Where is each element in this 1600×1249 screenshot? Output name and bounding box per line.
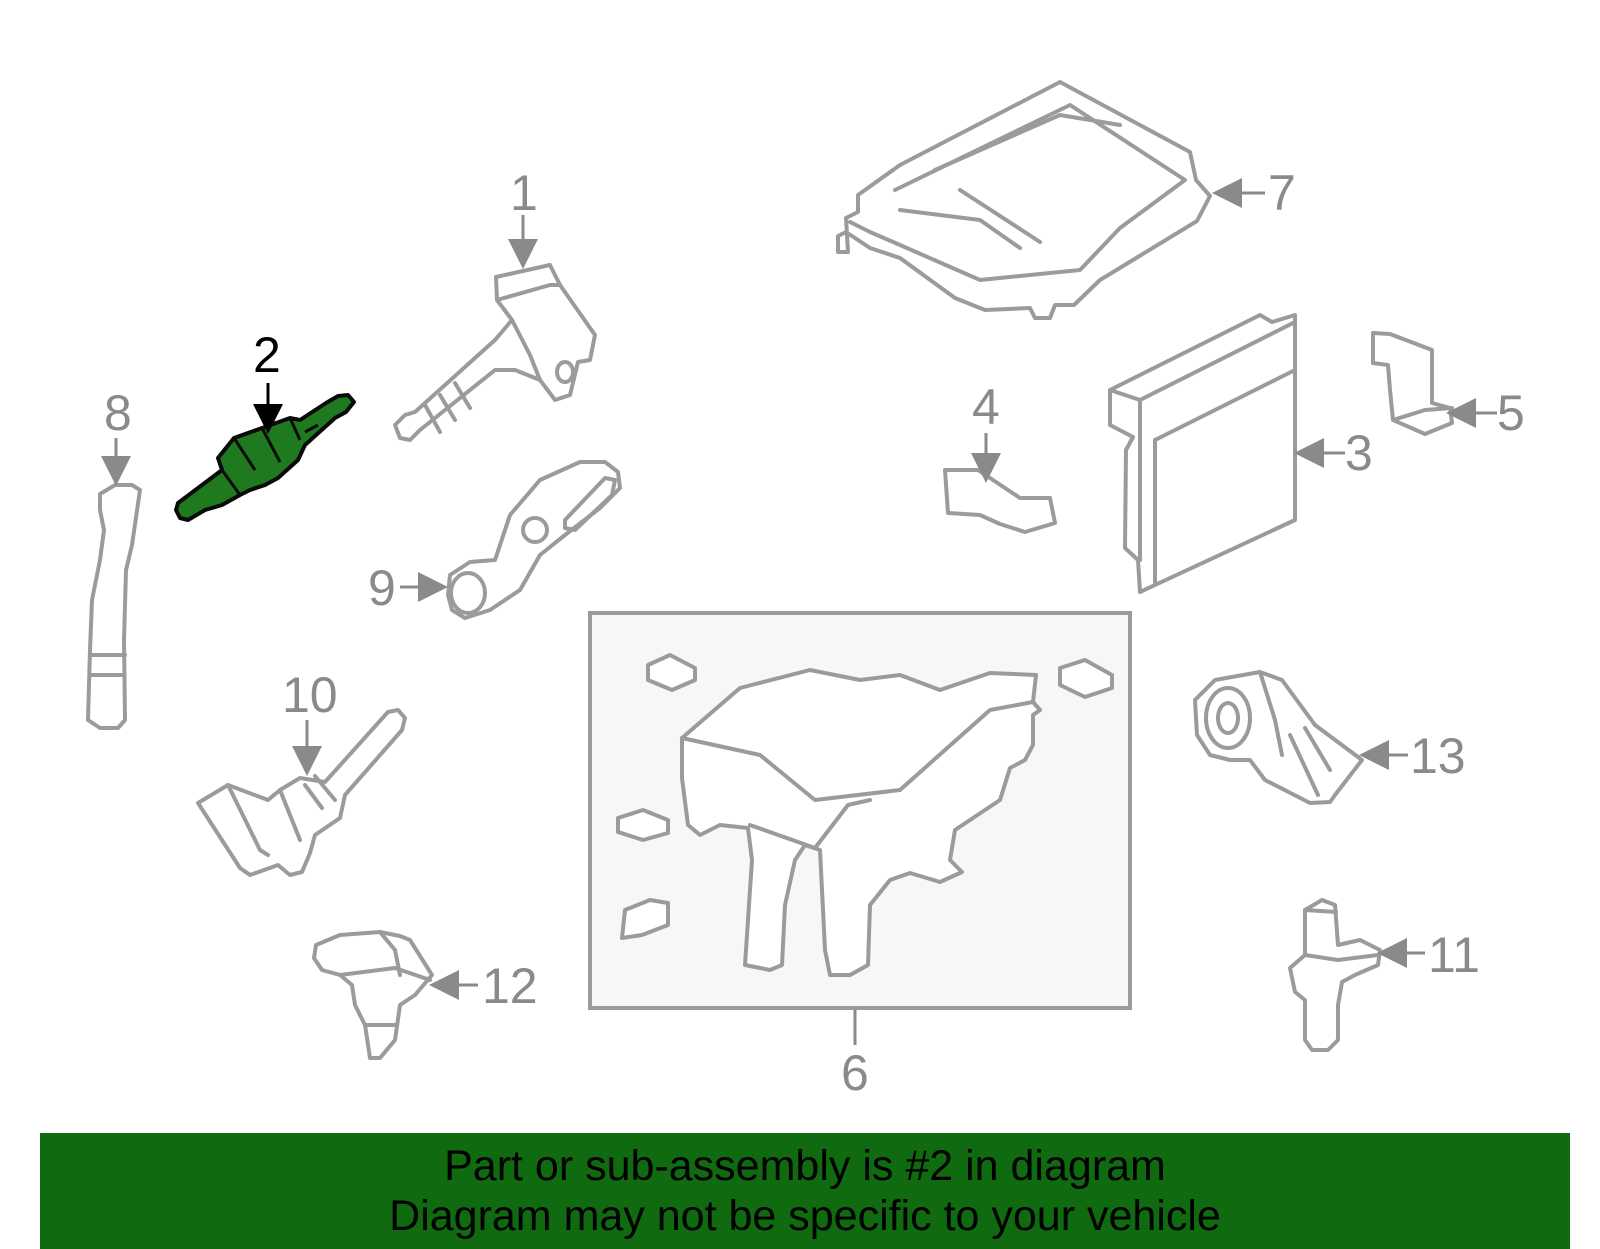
callout-7: 7: [1268, 165, 1296, 221]
callout-3: 3: [1345, 425, 1373, 481]
callout-4: 4: [972, 379, 1000, 435]
part-7-engine-cover[interactable]: [836, 80, 1212, 320]
part-2-spark-plug-highlighted[interactable]: [174, 393, 356, 522]
part-5-clip[interactable]: [1371, 331, 1454, 436]
banner-line-2: Diagram may not be specific to your vehi…: [389, 1192, 1221, 1240]
info-banner: Part or sub-assembly is #2 in diagram Di…: [40, 1133, 1570, 1249]
part-10-sensor[interactable]: [196, 708, 407, 877]
part-4-bracket[interactable]: [943, 468, 1057, 534]
part-12-sensor[interactable]: [312, 930, 434, 1060]
callout-11: 11: [1428, 927, 1480, 983]
callout-12: 12: [482, 958, 538, 1014]
callout-8: 8: [104, 385, 132, 441]
callout-10: 10: [282, 667, 338, 723]
part-8-hose[interactable]: [86, 483, 142, 730]
part-9-bracket[interactable]: [446, 460, 622, 620]
banner-line-1: Part or sub-assembly is #2 in diagram: [444, 1142, 1166, 1190]
callout-13: 13: [1410, 728, 1466, 784]
callout-1: 1: [510, 165, 538, 221]
part-6-inset-box[interactable]: [588, 611, 1132, 1010]
part-11-sensor[interactable]: [1288, 898, 1382, 1052]
callout-5: 5: [1497, 385, 1525, 441]
part-1-ignition-coil[interactable]: [393, 263, 597, 442]
part-3-ecu-module[interactable]: [1108, 313, 1297, 594]
callout-6: 6: [841, 1045, 869, 1101]
callout-9: 9: [368, 560, 396, 616]
callout-2: 2: [253, 327, 281, 383]
part-13-sensor[interactable]: [1193, 670, 1364, 805]
